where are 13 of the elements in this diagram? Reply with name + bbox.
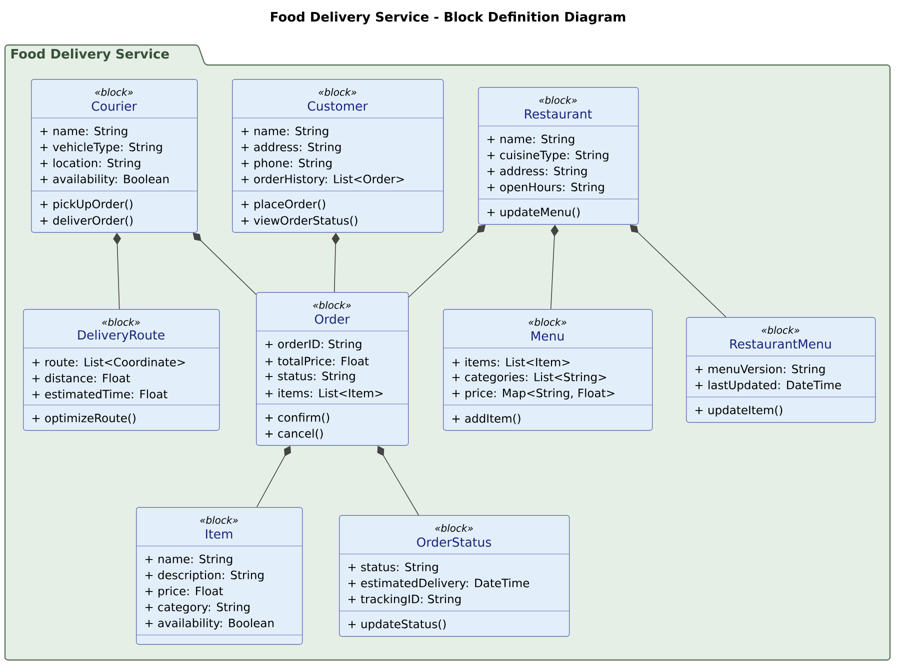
block-box: «block» Menu + items: List<Item> + categories: List<String> + price: Map<String, Float> + addItem() bbox=[442, 309, 653, 431]
composition-line bbox=[377, 446, 419, 516]
composition-line bbox=[630, 224, 726, 318]
block-box: «block» Order + orderID: String + totalPrice: Float + status: String + items: List<Item> + confirm() + cancel() bbox=[256, 292, 409, 446]
block-box: «block» Courier + name: String + vehicleType: String + location: String + availability: Boolean + pickUpOrder() + deliverOrder() bbox=[30, 79, 198, 233]
block-box: «block» OrderStatus + status: String + estimatedDelivery: DateTime + trackingID: String + updateStatus() bbox=[338, 515, 570, 637]
composition-line bbox=[192, 232, 256, 295]
block-box: «block» DeliveryRoute + route: List<Coordinate> + distance: Float + estimatedTime: Float + optimizeRoute() bbox=[22, 309, 220, 431]
block-box: «block» RestaurantMenu + menuVersion: String + lastUpdated: DateTime + updateItem() bbox=[686, 317, 876, 423]
block-box: «block» Item + name: String + description: String + price: Float + category: String + availability: Boolean bbox=[136, 507, 303, 645]
block-box: «block» Restaurant + name: String + cuisineType: String + address: String + openHours: String + updateMenu() bbox=[478, 87, 639, 225]
block-box: «block» Customer + name: String + address: String + phone: String + orderHistory: List<Order> + placeOrder() + viewOrderStatus() bbox=[232, 79, 444, 233]
diagram-title: Food Delivery Service - Block Definition Diagram bbox=[271, 12, 626, 24]
